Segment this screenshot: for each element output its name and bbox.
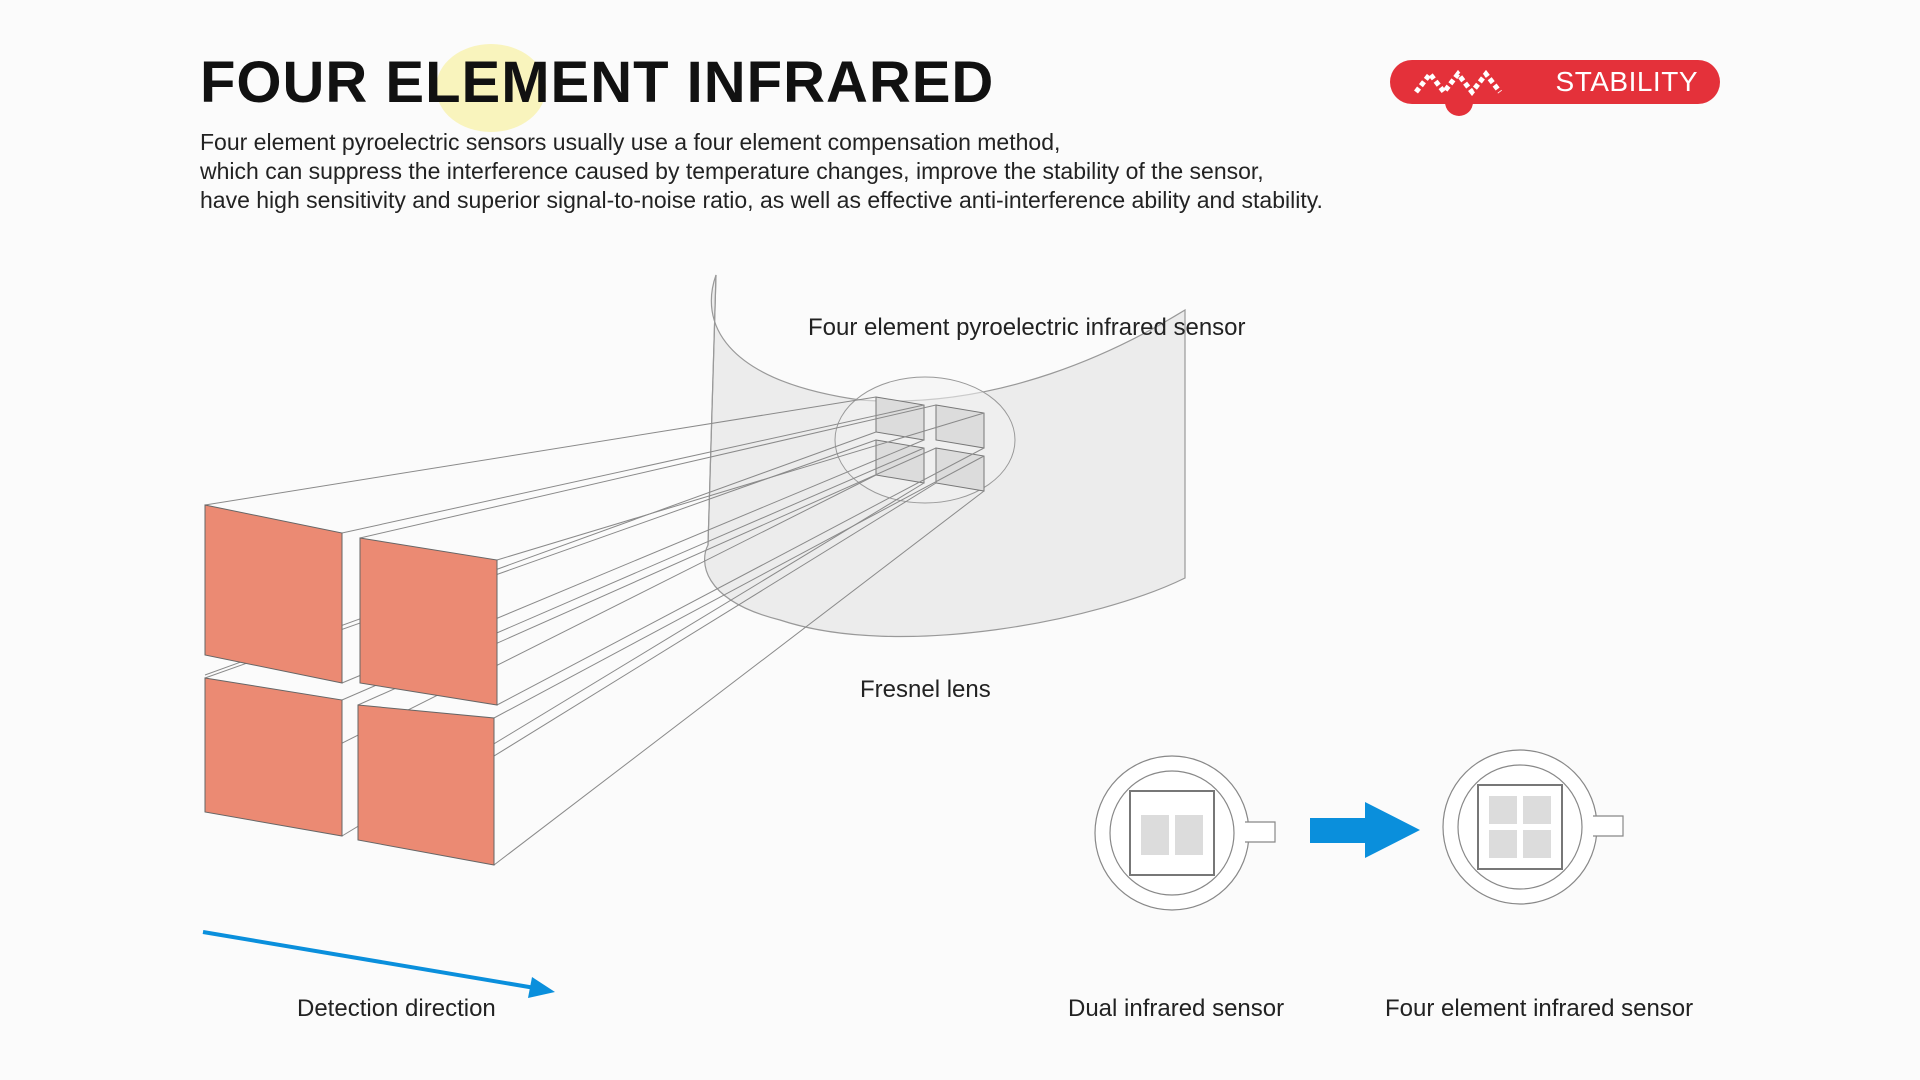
sensor-element-top-right <box>935 404 985 449</box>
description-line-3: have high sensitivity and superior signa… <box>200 187 1323 213</box>
description: Four element pyroelectric sensors usuall… <box>200 128 1540 215</box>
focus-ellipse <box>834 376 1016 504</box>
detection-direction-label: Detection direction <box>297 995 496 1022</box>
page-title: FOUR ELEMENT INFRARED <box>200 50 995 115</box>
description-line-1: Four element pyroelectric sensors usuall… <box>200 129 1061 155</box>
lens-edge <box>707 274 717 546</box>
transition-arrow-icon <box>1310 802 1420 858</box>
badge-tail <box>1445 90 1473 116</box>
four-element-sensor-label: Four element infrared sensor <box>1385 995 1694 1022</box>
fresnel-lens-label: Fresnel lens <box>860 676 991 703</box>
title-block: FOUR ELEMENT INFRARED <box>200 44 995 132</box>
badge-label: STABILITY <box>1555 66 1698 97</box>
description-line-2: which can suppress the interference caus… <box>200 158 1264 184</box>
detection-direction-arrow <box>202 930 555 998</box>
sensor-element-bottom-left <box>875 439 925 484</box>
dual-sensor-icon <box>1094 755 1276 911</box>
detection-zones <box>204 504 498 866</box>
dual-sensor-label: Dual infrared sensor <box>1068 995 1285 1022</box>
stability-badge: STABILITY <box>1390 60 1720 116</box>
zone-block-bottom-right <box>357 704 495 866</box>
title-highlight <box>436 44 546 132</box>
sensor-label: Four element pyroelectric infrared senso… <box>808 314 1246 341</box>
zone-block-bottom-left <box>204 677 343 837</box>
four-element-sensor-icon <box>1442 749 1624 905</box>
brand-logo-icon <box>1414 69 1502 96</box>
zone-block-top-right <box>359 537 498 706</box>
zone-block-top-left <box>204 504 343 684</box>
